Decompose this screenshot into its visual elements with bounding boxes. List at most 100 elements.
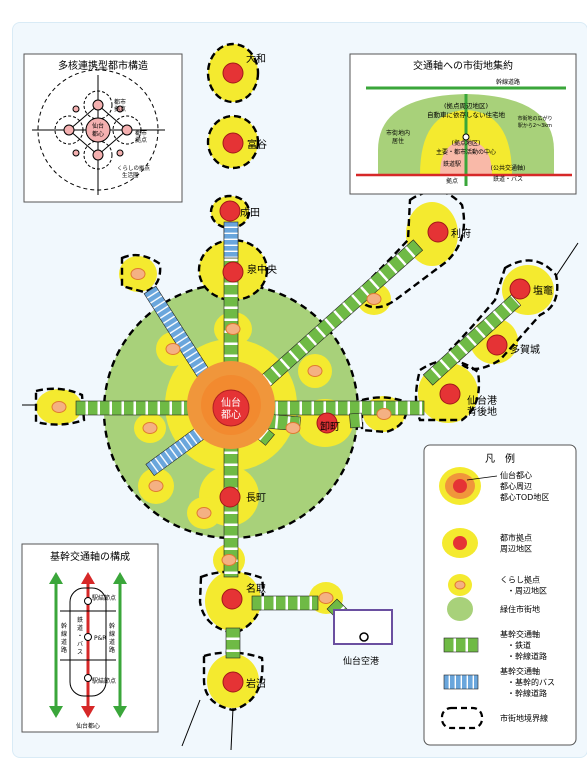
hub-label-natori: 名取 [246, 582, 266, 595]
svg-text:駅から2～3km: 駅から2～3km [518, 122, 552, 129]
axis-vertical-label: 道 [109, 638, 115, 646]
hub-label-tagajo: 多賀城 [510, 343, 540, 356]
hub-dot-yamato [222, 62, 244, 84]
center-core-dot [212, 389, 250, 427]
svg-text:鉄道・バス: 鉄道・バス [493, 175, 523, 183]
legend-label: ・鉄道 [507, 640, 531, 650]
radial-line-south [230, 707, 234, 751]
living-hub-dot [148, 480, 164, 492]
legend-label: 基幹交通軸 [500, 666, 540, 676]
svg-text:P&R: P&R [94, 635, 106, 642]
svg-text:都心: 都心 [92, 130, 104, 138]
living-hub-dot [142, 422, 158, 434]
living-hub-dot [366, 293, 382, 305]
living-hub-dot [196, 507, 212, 519]
living-hub-dot [285, 422, 301, 434]
hub-dot-sendaiko [439, 383, 461, 405]
legend-item-green: 緑住市街地 [447, 597, 540, 621]
hub-dot-tomiya [222, 132, 244, 154]
axis-vertical-label: ・ [77, 633, 83, 640]
living-hub-dot [318, 592, 334, 604]
legend-label: ・基幹的バス [507, 677, 555, 687]
legend-label: 緑住市街地 [500, 604, 540, 614]
svg-text:都市: 都市 [114, 98, 126, 106]
axis-vertical-label: ス [77, 649, 83, 656]
axis-vertical-label: 路 [109, 646, 115, 654]
svg-text:主要・都市活動の中心: 主要・都市活動の中心 [436, 148, 496, 156]
radial-line-southwest [181, 699, 201, 747]
legend-label: 基幹交通軸 [500, 629, 540, 639]
hub-label-nagamachi: 長町 [246, 492, 266, 504]
legend-label: くらし拠点 [500, 575, 540, 585]
svg-text:仙台都心: 仙台都心 [76, 722, 100, 730]
hub-label-narita: 成田 [240, 207, 260, 219]
legend-label: 都心TOD地区 [500, 492, 549, 502]
legend-label: ・幹線道路 [507, 688, 547, 698]
inset-concentration-title: 交通軸への市街地集約 [413, 59, 513, 72]
airport-box [333, 609, 393, 645]
svg-text:拠点: 拠点 [114, 105, 126, 113]
hub-label-oroshimachi: 卸町 [320, 420, 340, 433]
svg-text:(拠点周辺地区): (拠点周辺地区) [444, 101, 488, 110]
airport-icon [359, 632, 369, 642]
legend-item-living_hub: くらし拠点・周辺地区 [448, 574, 547, 596]
axis-vertical-label: 幹 [61, 622, 67, 630]
svg-text:拠点: 拠点 [135, 136, 147, 144]
hub-label-tomiya: 富谷 [247, 138, 267, 151]
axis-east [253, 400, 425, 416]
hub-dot-oroshimachi [316, 412, 338, 434]
axis-north-bus [223, 221, 239, 259]
axis-vertical-label: 幹 [109, 622, 115, 630]
axis-iwanuma [225, 627, 241, 659]
legend-item-rail_axis: 基幹交通軸・鉄道・幹線道路 [443, 629, 547, 661]
svg-text:仙台: 仙台 [92, 122, 104, 130]
legend-item-boundary: 市街地境界線 [440, 706, 548, 730]
hub-dot-izumichuo [222, 261, 244, 283]
axis-vertical-label: 線 [109, 630, 115, 638]
center-label-line1: 仙台 [221, 396, 241, 409]
inset-polycentric-title: 多核連携型都市構造 [58, 59, 148, 72]
hub-label-sendaiko: 仙台港 [467, 394, 497, 407]
hub-label-izumichuo: 泉中央 [247, 263, 277, 276]
legend-label: 周辺地区 [500, 544, 532, 554]
legend-label: 仙台都心 [500, 470, 532, 480]
living-hub-dot [130, 268, 146, 280]
svg-text:生活圏: 生活圏 [122, 171, 139, 179]
axis-vertical-label: 鉄 [77, 616, 83, 624]
legend-label: 都心周辺 [500, 482, 532, 491]
hub-label-sendaiko: 背後地 [467, 405, 497, 418]
living-hub-layer [51, 268, 392, 604]
living-hub-dot [165, 343, 181, 355]
svg-text:くらしの拠点: くらしの拠点 [117, 164, 151, 172]
hub-dot-tagajo [486, 334, 508, 356]
living-hub-dot [51, 401, 67, 413]
hub-label-yamato: 大和 [246, 52, 266, 65]
axis-vertical-label: 道 [77, 624, 83, 632]
hub-dot-iwanuma [222, 671, 244, 693]
svg-text:拠点: 拠点 [446, 177, 458, 185]
legend-label: ・幹線道路 [507, 651, 547, 661]
legend-label: 都市拠点 [500, 533, 532, 543]
axis-vertical-label: バ [77, 641, 83, 648]
inset-axis-title: 基幹交通軸の構成 [50, 550, 130, 563]
legend-label: ・周辺地区 [507, 586, 547, 596]
hub-dot-narita [219, 200, 241, 222]
axis-vertical-label: 線 [61, 630, 67, 638]
svg-text:居住: 居住 [392, 137, 404, 145]
legend-title: 凡 例 [485, 452, 515, 465]
svg-text:市街地内: 市街地内 [386, 129, 410, 137]
living-hub-dot [225, 323, 241, 335]
inset-axis-structure: 基幹交通軸の構成 駅結節点 駅結節点 P&R 仙台都心 幹線道路幹線道路鉄道・バ… [21, 543, 159, 733]
inset-polycentric: 多核連携型都市構造 仙台 都心 都市 拠点 都市 拠点 くらしの拠点 [23, 53, 183, 203]
living-hub-dot [307, 365, 323, 377]
svg-text:駅結節点: 駅結節点 [92, 677, 116, 685]
legend-panel: 凡 例 仙台都心都心周辺都心TOD地区都市拠点周辺地区くらし拠点・周辺地区緑住市… [423, 444, 577, 746]
axis-vertical-label: 路 [61, 646, 67, 654]
legend-label: 市街地境界線 [500, 713, 548, 723]
hub-label-iwanuma: 岩沼 [246, 677, 266, 690]
